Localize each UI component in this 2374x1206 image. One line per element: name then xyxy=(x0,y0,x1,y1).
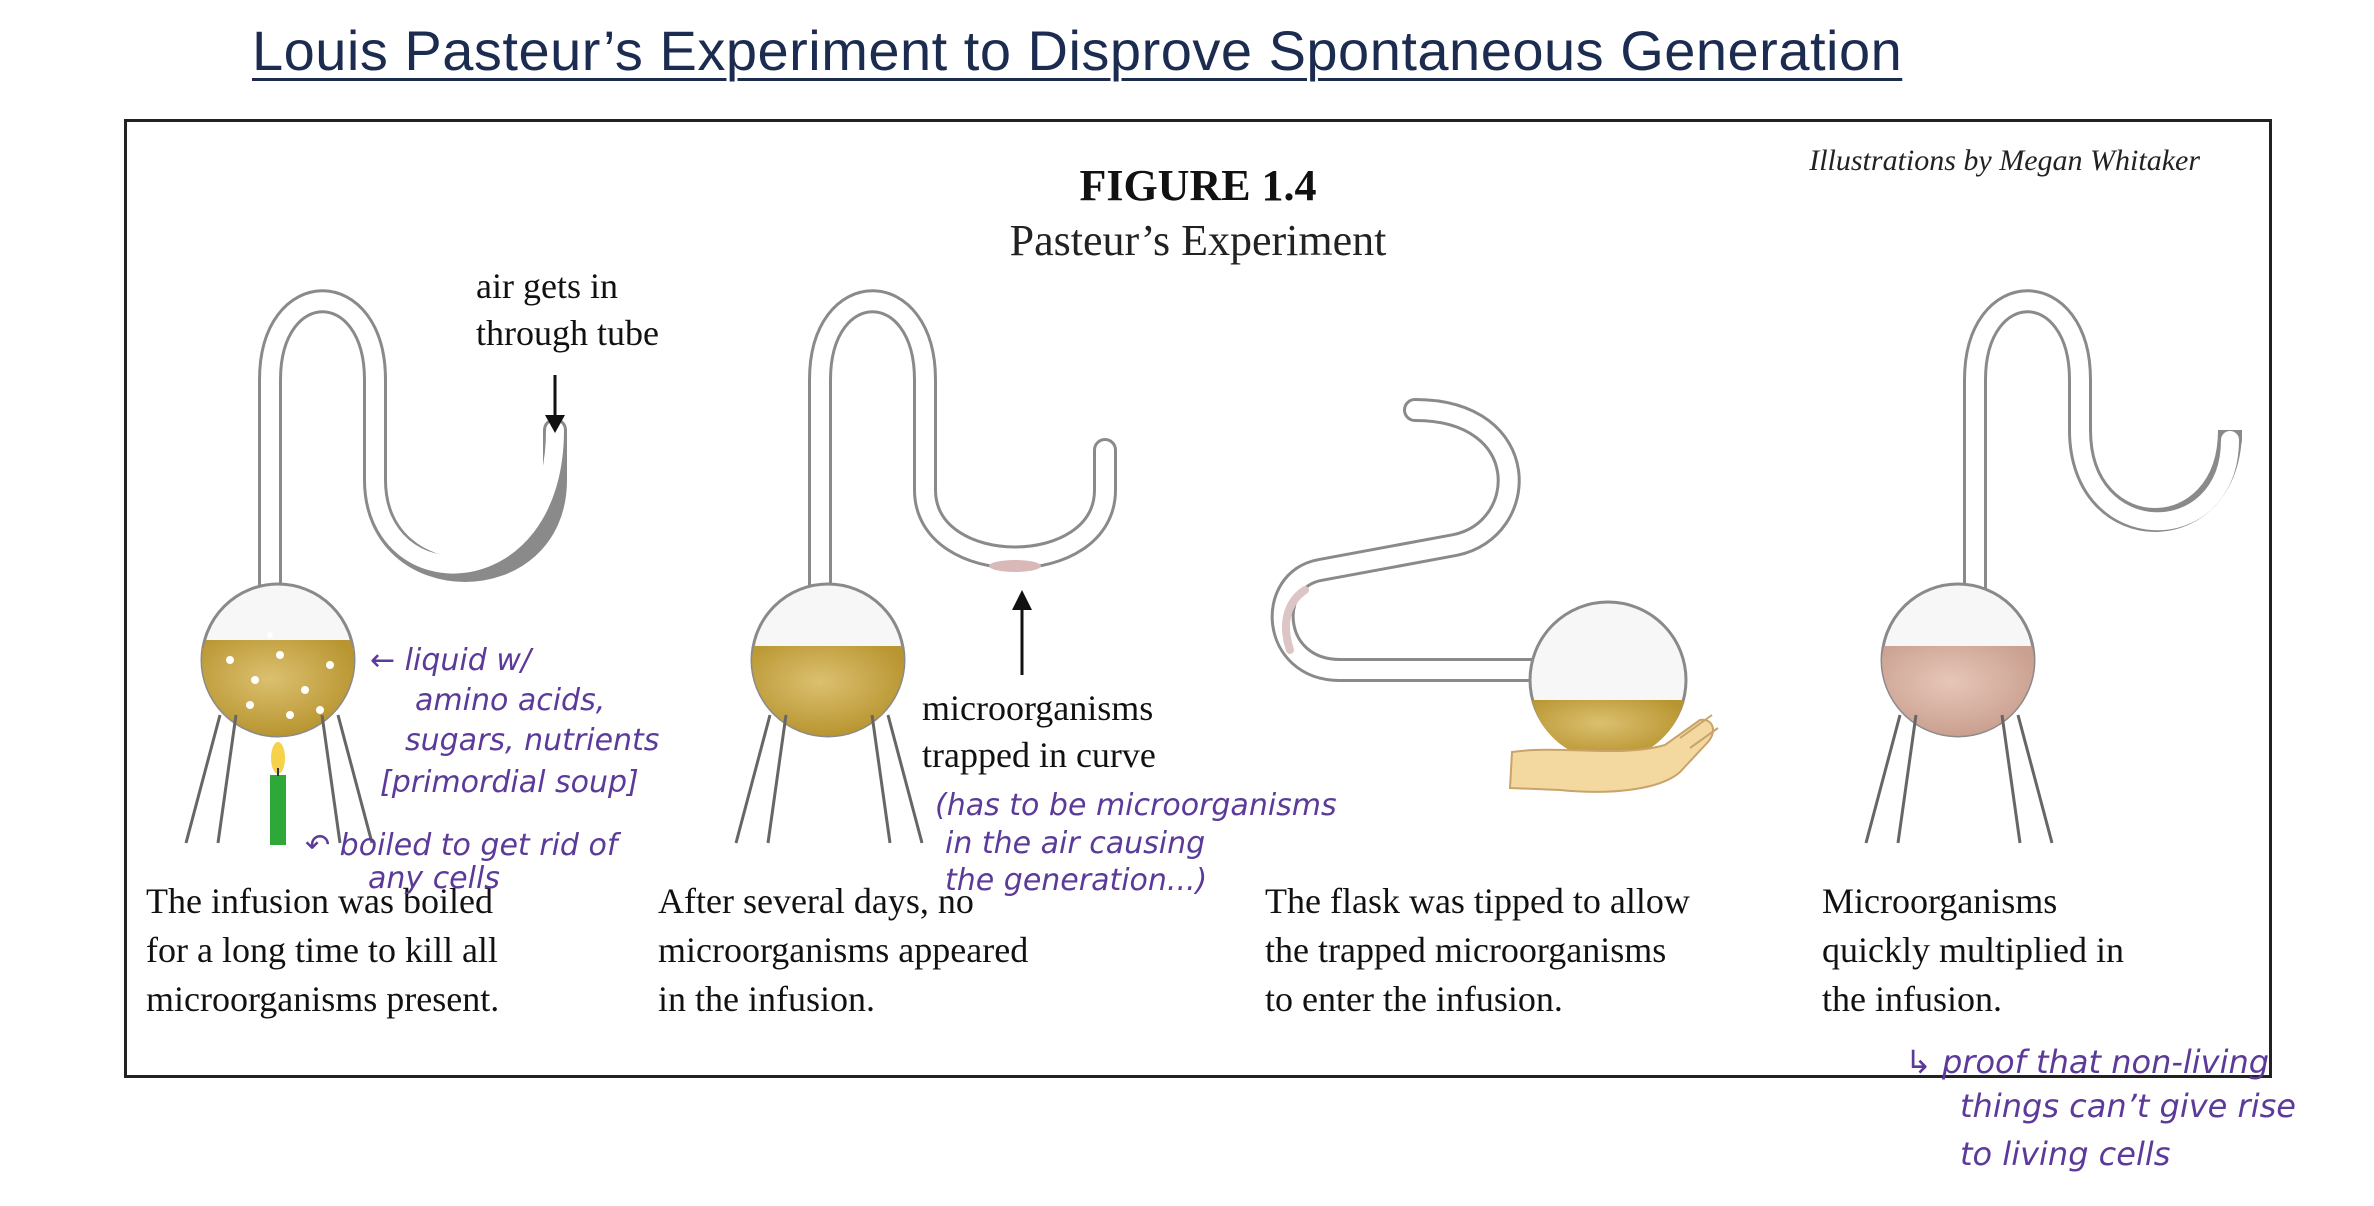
caption-3: The flask was tipped to allow the trappe… xyxy=(1265,881,1699,1019)
illustration-credit: Illustrations by Megan Whitaker xyxy=(1808,144,2200,177)
handwritten-air-note: (has to be microorganisms in the air cau… xyxy=(935,788,1346,898)
handwritten-proof-note: ↳ proof that non-living things can’t giv… xyxy=(1905,1043,2306,1173)
caption-1: The infusion was boiled for a long time … xyxy=(146,881,507,1019)
figure-subtitle: Pasteur’s Experiment xyxy=(1010,216,1387,265)
caption-4: Microorganisms quickly multiplied in the… xyxy=(1822,881,2133,1019)
figure-number: FIGURE 1.4 xyxy=(1079,161,1316,210)
callout-air-gets-in: air gets in through tube xyxy=(476,266,659,433)
flask-1-boiling xyxy=(184,289,567,845)
slide-title: Louis Pasteur’s Experiment to Disprove S… xyxy=(252,19,1903,82)
caption-2: After several days, no microorganisms ap… xyxy=(658,881,1037,1019)
handwritten-liquid-note: ← liquid w/ amino acids, sugars, nutrien… xyxy=(370,643,669,800)
flask-3-tipped xyxy=(1270,398,1719,793)
flask-4-multiplied xyxy=(1864,289,2242,844)
handwritten-boiled-note: ↶ boiled to get rid of any cells xyxy=(305,828,627,896)
callout-trapped-in-curve: microorganisms trapped in curve xyxy=(922,590,1162,775)
hand-icon xyxy=(1508,718,1715,793)
svg-text:air gets in through tube: air gets in through tube xyxy=(476,266,659,353)
svg-text:microorganisms trapped i: microorganisms trapped in curve xyxy=(922,688,1162,775)
flask-2-trapped xyxy=(734,289,1117,844)
